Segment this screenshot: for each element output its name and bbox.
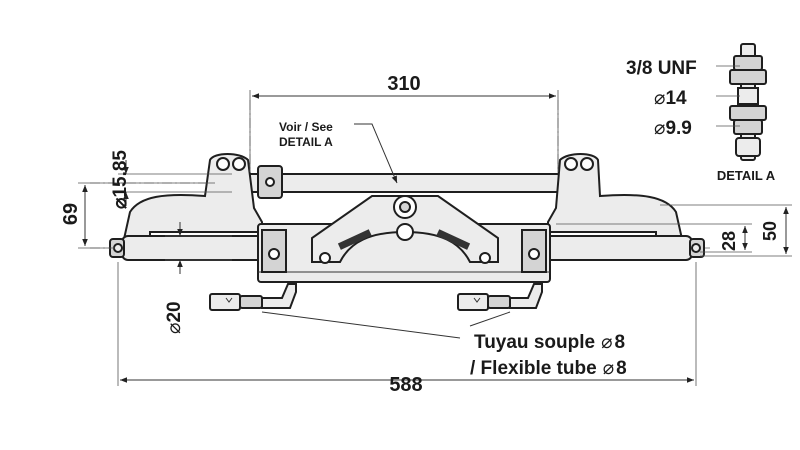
diameter-symbol-9-9: ⌀ <box>654 118 665 139</box>
diameter-symbol-tube-en: ⌀ <box>603 358 614 379</box>
dim-588-text: 588 <box>389 374 422 396</box>
tube-en-size: 8 <box>616 358 627 379</box>
diameter-symbol: ⌀ <box>110 197 131 209</box>
see-detail-leader <box>354 123 398 184</box>
dim-50-text: 50 <box>760 221 780 241</box>
dia-14-value: 14 <box>665 88 687 109</box>
dimension-588 <box>117 262 697 386</box>
dim-310-text: 310 <box>387 73 420 95</box>
tube-fr-text: Tuyau souple <box>474 332 595 353</box>
dia-9-9-value: 9.9 <box>665 118 691 139</box>
see-detail-line2: DETAIL A <box>279 135 333 149</box>
dimension-310 <box>249 90 559 172</box>
dimension-20 <box>165 222 232 274</box>
thread-label: 3/8 UNF <box>626 58 697 79</box>
right-tiller-arm <box>547 153 686 249</box>
tube-en-label: / Flexible tube ⌀8 <box>470 358 627 379</box>
dimension-50 <box>660 204 792 257</box>
dimension-15-85 <box>118 160 232 206</box>
dimension-69 <box>78 182 215 249</box>
dim-20-value: 20 <box>164 301 185 322</box>
dim-15-85-value: 15.85 <box>110 150 131 198</box>
logo-left-mark <box>337 229 372 250</box>
see-detail-line1: Voir / See <box>279 120 333 134</box>
logo-right-mark <box>436 229 471 250</box>
diameter-symbol-20: ⌀ <box>164 323 185 334</box>
pivot-bracket <box>311 195 499 264</box>
diameter-symbol-14: ⌀ <box>654 88 665 109</box>
dia-14-label: ⌀14 <box>654 88 687 109</box>
dim-20-text: ⌀20 <box>164 301 185 334</box>
dimension-28 <box>556 223 752 253</box>
left-tiller-arm <box>120 153 263 249</box>
tube-leaders <box>261 311 511 339</box>
dia-9-9-label: ⌀9.9 <box>654 118 692 139</box>
dim-28-text: 28 <box>719 231 739 251</box>
right-hose-fitting <box>457 283 543 311</box>
left-hose-fitting <box>209 283 297 311</box>
diameter-symbol-tube-fr: ⌀ <box>601 332 612 353</box>
upper-tie-rod <box>231 165 561 199</box>
tube-fr-size: 8 <box>615 332 626 353</box>
tube-en-text: / Flexible tube <box>470 358 597 379</box>
detail-a-label: DETAIL A <box>717 168 776 183</box>
detail-a-bolt <box>716 43 767 161</box>
tube-fr-label: Tuyau souple ⌀8 <box>474 332 625 353</box>
dim-15-85-text: ⌀15.85 <box>110 150 131 209</box>
dim-69-text: 69 <box>60 203 82 225</box>
